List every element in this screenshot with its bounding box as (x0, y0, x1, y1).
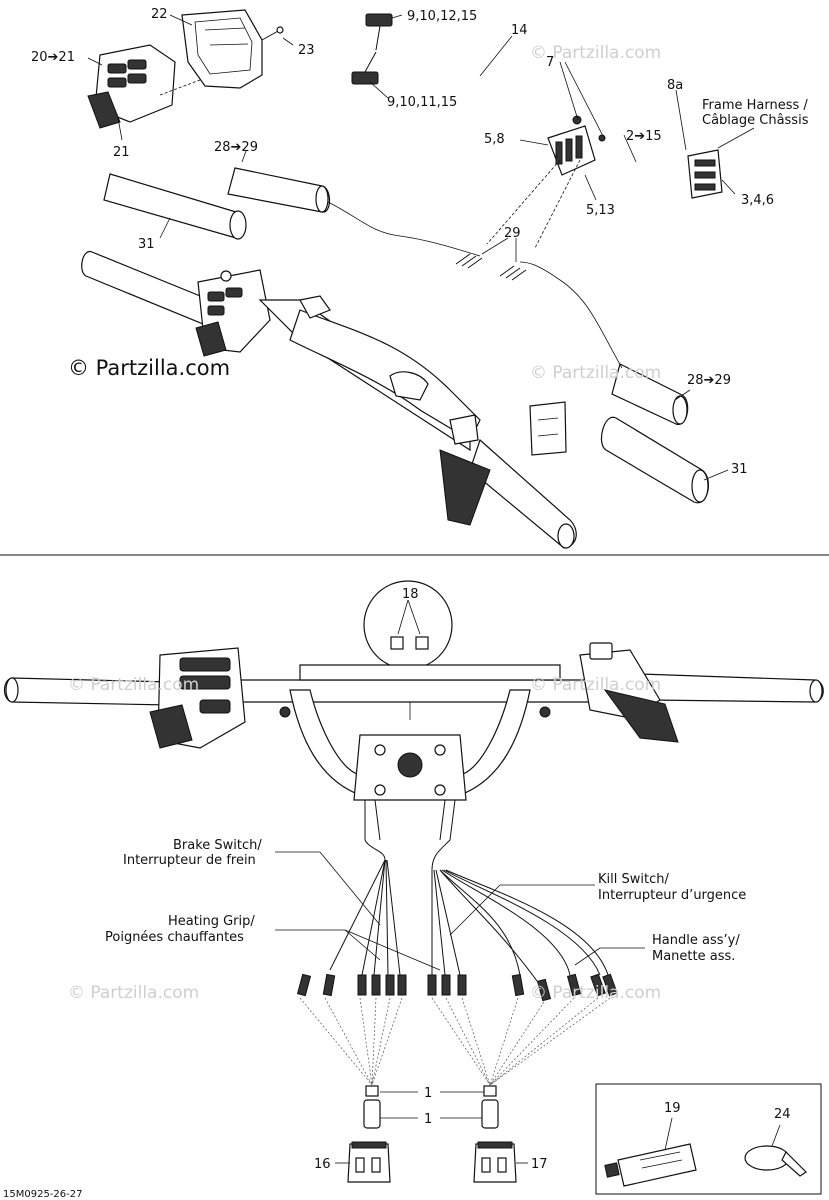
terminal-connector-part (351, 13, 393, 85)
watermark-faint-6: © Partzilla.com (530, 983, 661, 1003)
terminal-pins-part (455, 159, 581, 281)
callout-23: 23 (298, 43, 315, 58)
main-connector-part (547, 115, 606, 176)
grip-part (103, 173, 247, 240)
frame-connector-part (687, 149, 723, 199)
callout-17: 17 (531, 1157, 548, 1172)
callout-31-top: 31 (138, 237, 155, 252)
detail-circle-18 (363, 580, 453, 720)
watermark-faint-1: © Partzilla.com (530, 43, 661, 63)
callout-5-8: 5,8 (484, 132, 505, 147)
callout-20-21: 20➔21 (31, 50, 75, 65)
kill-switch-label-fr: Interrupteur d’urgence (598, 888, 746, 903)
top-exploded-view (81, 9, 755, 549)
callout-19: 19 (664, 1101, 681, 1116)
top-leader-lines (87, 14, 755, 201)
callout-9-10-12-15: 9,10,12,15 (407, 9, 477, 24)
frame-harness-label-fr: Câblage Châssis (702, 113, 809, 128)
callout-1-lower: 1 (424, 1112, 432, 1127)
bottom-assembly-view (3, 580, 824, 1195)
wire-connector-ends (296, 973, 618, 1002)
figure-code: 15M0925-26-27 (3, 1189, 82, 1200)
watermark-text: © Partzilla.com (68, 356, 230, 380)
dotted-guide-lines (299, 997, 611, 1086)
heating-grip-label-fr: Poignées chauffantes (105, 930, 244, 945)
heated-grip-right-part (519, 261, 691, 425)
wiring-harness-part (377, 55, 691, 177)
left-switch-housing-part (87, 44, 201, 129)
wire-bundles (329, 799, 609, 986)
callout-14: 14 (511, 23, 528, 38)
handle-label-en: Handle ass’y/ (652, 933, 740, 948)
brake-switch-label-fr: Interrupteur de frein (123, 853, 256, 868)
callout-24: 24 (774, 1107, 791, 1122)
callout-5-13: 5,13 (586, 203, 615, 218)
frame-harness-label-en: Frame Harness / (702, 98, 808, 113)
top-callout-labels: 22 20➔21 21 23 9,10,12,15 9,10,11,15 14 … (31, 7, 809, 477)
callout-9-10-11-15: 9,10,11,15 (387, 95, 457, 110)
heated-grip-part (227, 150, 481, 257)
callout-8a: 8a (667, 78, 683, 93)
callout-31-right: 31 (731, 462, 748, 477)
bottom-callout-labels: 18 Brake Switch/ Interrupteur de frein H… (3, 587, 791, 1200)
callout-28-29-top: 28➔29 (214, 140, 258, 155)
heating-grip-label-en: Heating Grip/ (168, 914, 255, 929)
handlebar-assembly-top (81, 251, 577, 549)
watermark-faint-4: © Partzilla.com (530, 675, 661, 695)
callout-3-4-6: 3,4,6 (741, 193, 774, 208)
bottom-leader-lines (275, 851, 645, 971)
grip-right-part (601, 416, 729, 504)
callout-7: 7 (546, 55, 554, 70)
callout-21: 21 (113, 145, 130, 160)
callout-16: 16 (314, 1157, 331, 1172)
callout-28-29-right: 28➔29 (687, 373, 731, 388)
callout-1-upper: 1 (424, 1086, 432, 1101)
splice-sleeves (363, 1085, 499, 1129)
watermark-faint-2: © Partzilla.com (530, 363, 661, 383)
connector-16-part (335, 1141, 391, 1183)
connector-17-part (473, 1141, 528, 1183)
kill-switch-label-en: Kill Switch/ (598, 872, 669, 887)
watermark-faint-3: © Partzilla.com (68, 675, 199, 695)
accessories-box (595, 1083, 822, 1195)
watermark-faint-5: © Partzilla.com (68, 983, 199, 1003)
screw-part (261, 26, 294, 46)
housing-cover-part (181, 9, 263, 89)
callout-2-15: 2➔15 (626, 129, 662, 144)
callout-29: 29 (504, 226, 521, 241)
brake-switch-label-en: Brake Switch/ (173, 838, 262, 853)
handle-label-fr: Manette ass. (652, 949, 735, 964)
handlebar-assembly-bottom (3, 642, 824, 801)
callout-22: 22 (151, 7, 168, 22)
callout-18: 18 (402, 587, 419, 602)
